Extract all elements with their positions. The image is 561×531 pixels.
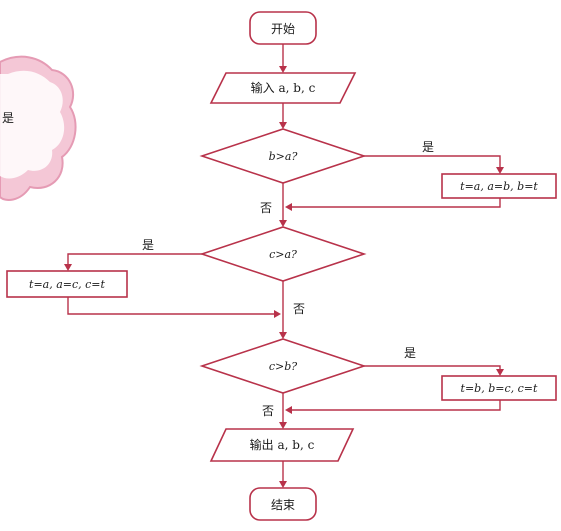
process-3-label: t=b, b=c, c=t (461, 382, 538, 395)
arrowhead (279, 66, 287, 73)
arrowhead (496, 369, 504, 376)
decision-2-label: c>a? (269, 248, 297, 261)
arrowhead (279, 422, 287, 429)
arrowhead (274, 310, 281, 318)
arrowhead (64, 264, 72, 271)
decision-3-label: c>b? (269, 360, 297, 373)
decision-2-yes-label: 是 (142, 238, 154, 252)
start-label: 开始 (271, 22, 295, 36)
arrowhead (285, 203, 292, 211)
arrowhead (279, 220, 287, 227)
process-node-2: t=a, a=c, c=t (6, 270, 128, 298)
decision-node-1: b>a? (199, 128, 367, 184)
end-label: 结束 (271, 498, 295, 512)
decision-3-yes-label: 是 (404, 346, 416, 360)
arrowhead (279, 332, 287, 339)
end-node: 结束 (249, 487, 317, 521)
cloud-decoration: 是 (0, 55, 77, 201)
process-node-1: t=a, a=b, b=t (441, 173, 557, 199)
output-node: 输出 a, b, c (209, 428, 355, 462)
arrowhead (496, 167, 504, 174)
edge-d1-yes (364, 155, 501, 169)
edge-p1-merge (290, 198, 501, 208)
arrowhead (285, 406, 292, 414)
decision-1-no-label: 否 (260, 201, 272, 215)
cloud-text: 是 (2, 111, 14, 125)
input-label: 输入 a, b, c (251, 80, 316, 95)
arrowhead (279, 122, 287, 129)
output-label: 输出 a, b, c (250, 437, 315, 452)
edge-p2-merge (67, 297, 276, 315)
decision-node-2: c>a? (199, 226, 367, 282)
edge-p3-merge (290, 400, 501, 411)
edge-d3-yes (364, 365, 501, 371)
process-node-3: t=b, b=c, c=t (441, 375, 557, 401)
start-node: 开始 (249, 11, 317, 45)
arrowhead (279, 481, 287, 488)
decision-1-label: b>a? (269, 150, 298, 163)
process-2-label: t=a, a=c, c=t (29, 278, 105, 291)
edge-d2-yes (67, 253, 202, 266)
decision-node-3: c>b? (199, 338, 367, 394)
process-1-label: t=a, a=b, b=t (460, 180, 538, 193)
decision-1-yes-label: 是 (422, 140, 434, 154)
input-node: 输入 a, b, c (209, 72, 357, 104)
decision-2-no-label: 否 (293, 302, 305, 316)
decision-3-no-label: 否 (262, 404, 274, 418)
